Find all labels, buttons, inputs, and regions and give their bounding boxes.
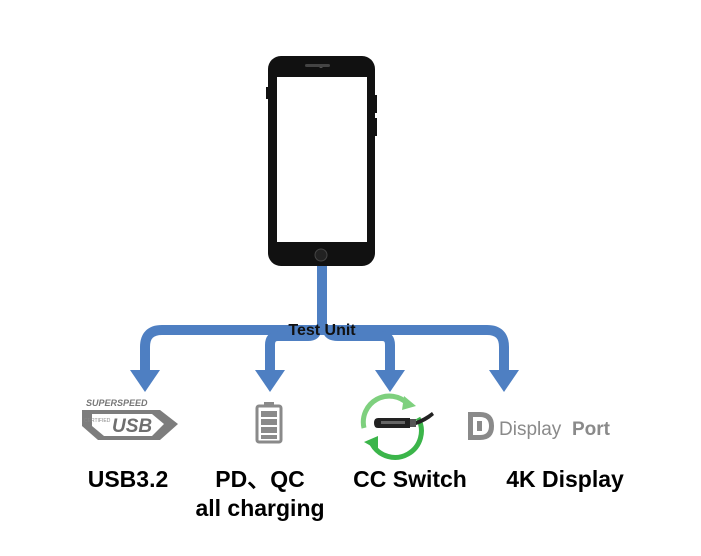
arrow-head-cc <box>375 370 405 392</box>
smartphone-icon <box>266 56 377 266</box>
arrow-head-dp <box>489 370 519 392</box>
superspeed-usb-logo: SUPERSPEED USB CERTIFIED <box>82 398 178 440</box>
dp-text-display: Display <box>499 419 562 440</box>
arrow-heads <box>130 370 519 392</box>
distribution-arrows <box>140 266 509 372</box>
usb-c-switch-icon <box>360 393 434 460</box>
output-label-pd-line2: all charging <box>195 495 325 521</box>
usb-logo-main-text: USB <box>112 416 152 437</box>
arrow-head-pd <box>255 370 285 392</box>
usb-logo-top-text: SUPERSPEED <box>86 398 148 408</box>
test-unit-label: Test Unit <box>288 322 356 339</box>
arrow-head-usb <box>130 370 160 392</box>
battery-icon <box>255 402 283 444</box>
usb-logo-sub-text: CERTIFIED <box>84 418 111 424</box>
output-label-4k-text: 4K Display <box>506 466 624 492</box>
output-label-usb: USB3.2 <box>78 465 178 494</box>
output-label-pd-line1: PD、QC <box>215 466 305 492</box>
output-label-4k: 4K Display <box>490 465 640 494</box>
output-label-cc: CC Switch <box>340 465 480 494</box>
output-label-cc-text: CC Switch <box>353 466 467 492</box>
output-label-usb-text: USB3.2 <box>87 466 169 492</box>
displayport-logo: Display Port <box>468 412 611 440</box>
dp-text-port: Port <box>572 419 611 440</box>
output-label-pd: PD、QC all charging <box>180 465 340 523</box>
